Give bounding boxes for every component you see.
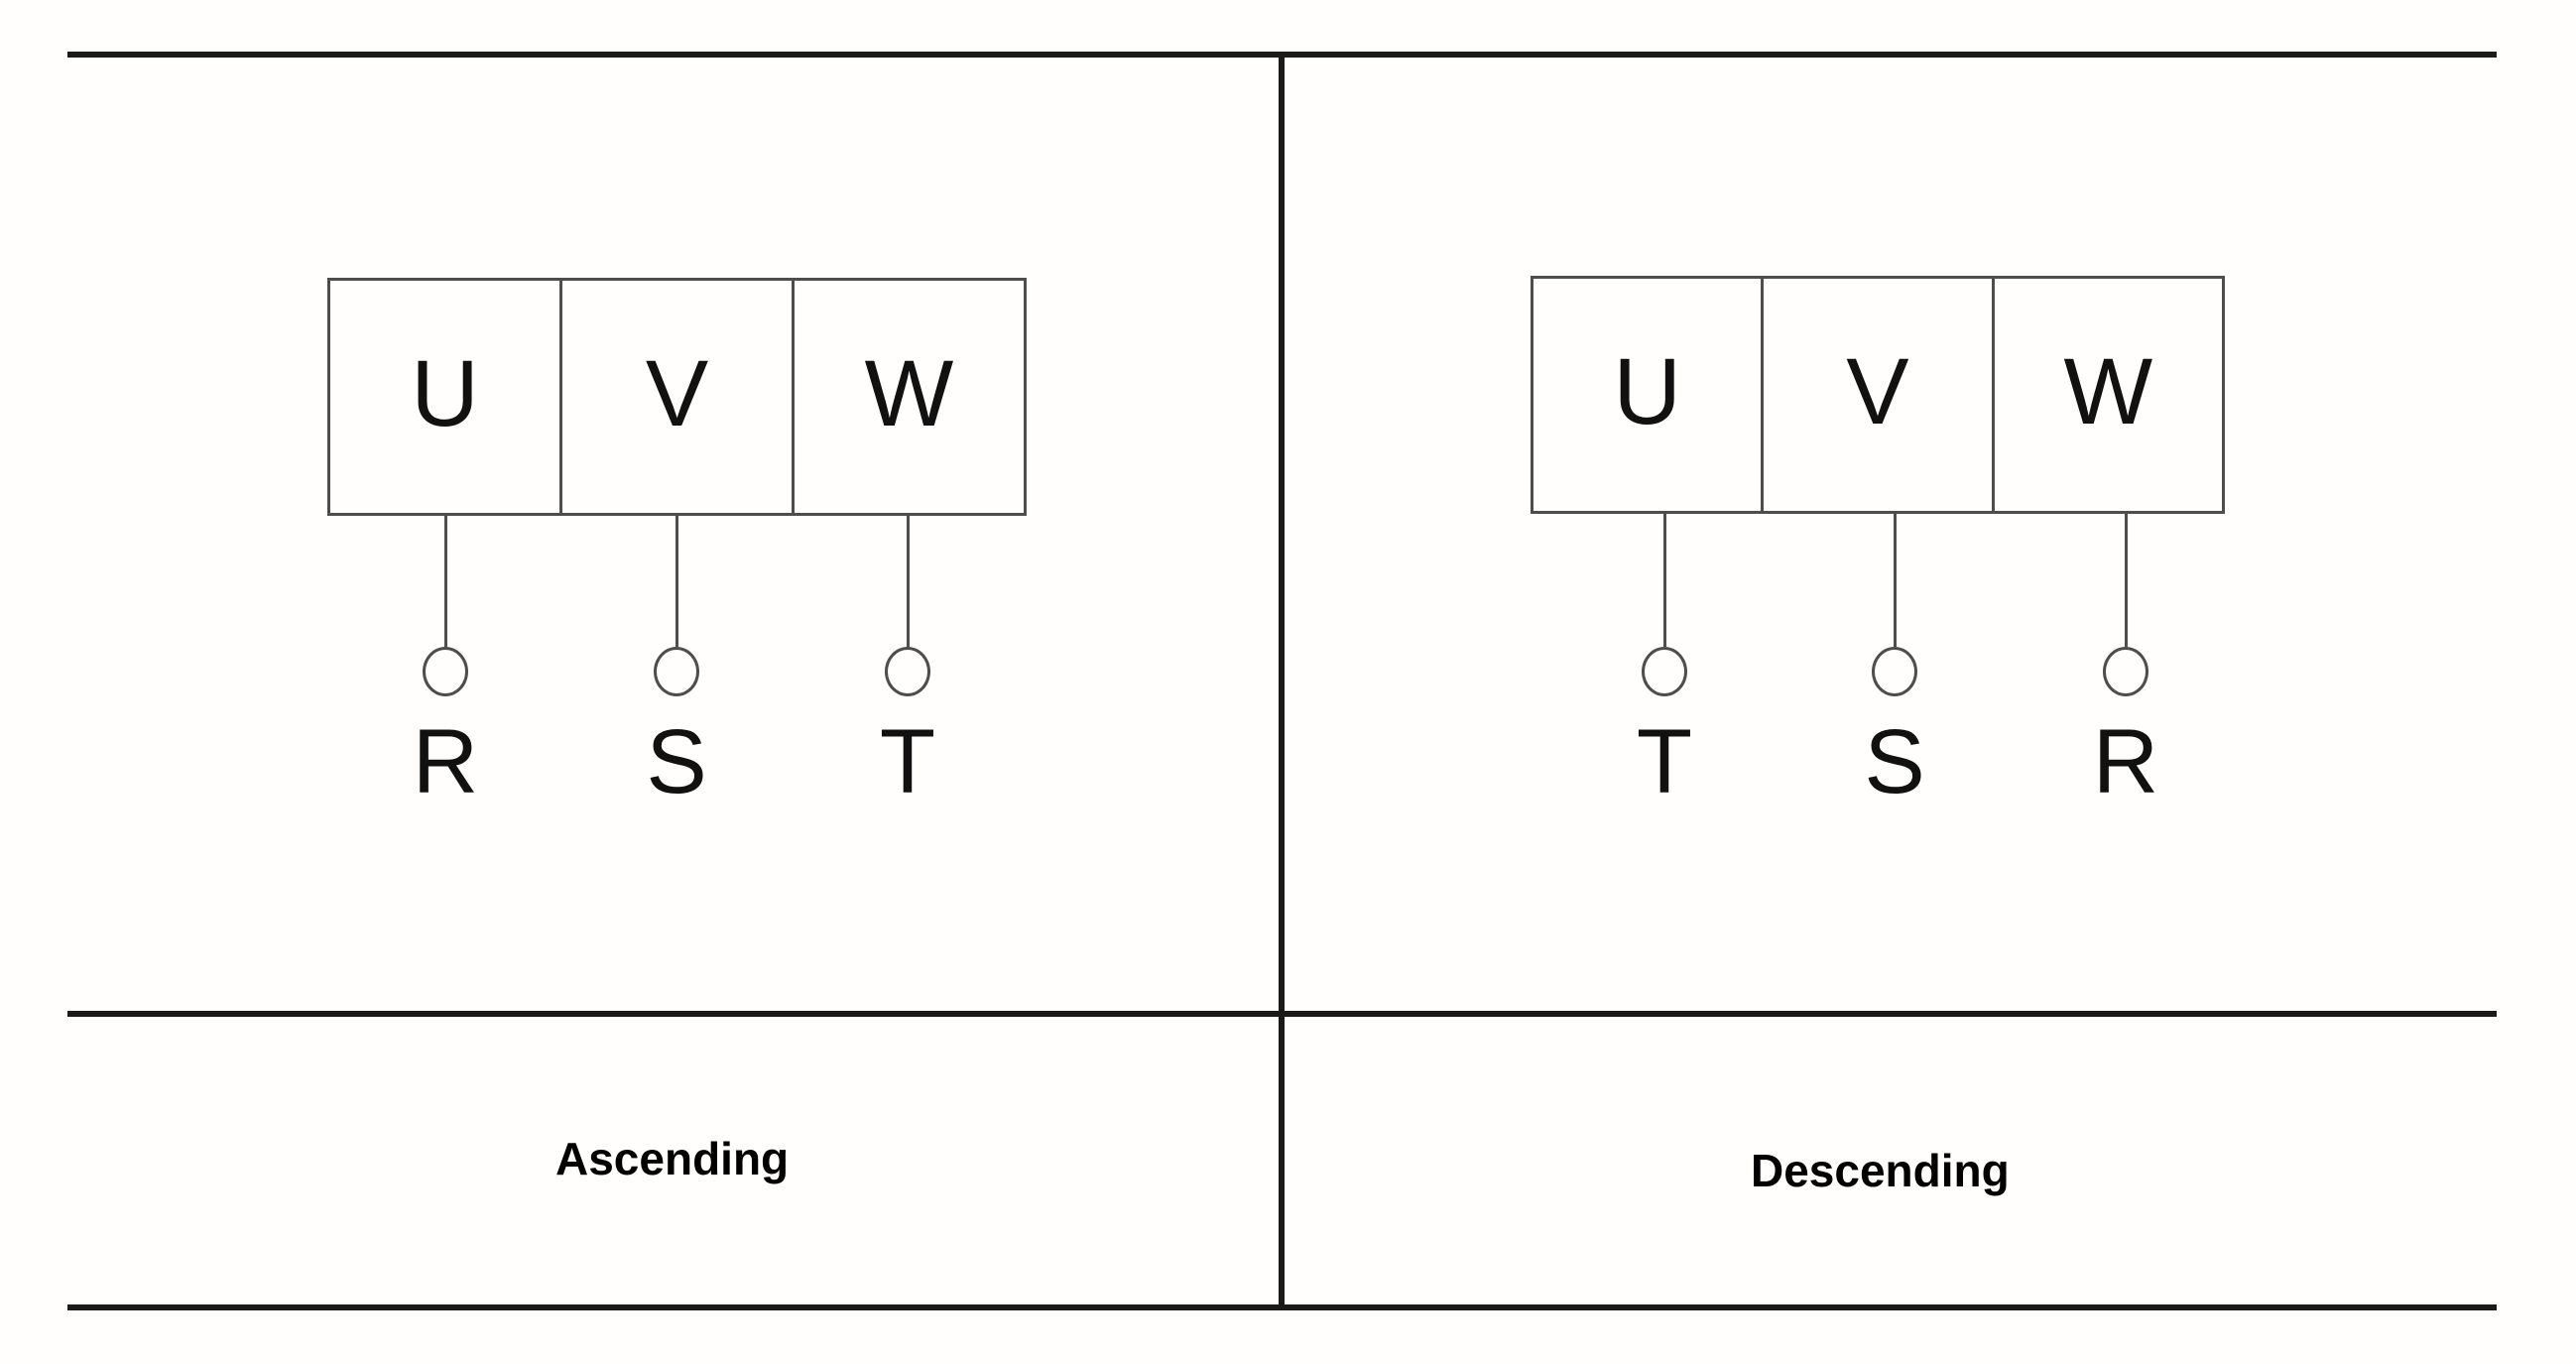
lead-line-icon xyxy=(1893,514,1897,647)
terminal-circle-icon xyxy=(423,647,468,696)
terminal-ascending-1: R xyxy=(386,514,505,807)
terminal-label: T xyxy=(879,711,936,812)
motor-terminal-box-ascending: U V W xyxy=(327,278,1027,516)
terminal-label: T xyxy=(1636,711,1693,812)
caption-descending: Descending xyxy=(1751,1145,2010,1196)
terminal-box-cell-u: U xyxy=(1533,279,1765,511)
terminal-box-cell-w: W xyxy=(864,340,954,446)
lead-line-icon xyxy=(2124,514,2128,647)
terminal-box-cell-v: V xyxy=(562,281,795,513)
terminal-label: R xyxy=(412,711,479,812)
terminal-box-cell-u: U xyxy=(330,281,562,513)
terminal-descending-3: R xyxy=(2066,514,2185,807)
terminal-ascending-2: S xyxy=(617,514,736,807)
terminal-circle-icon xyxy=(885,647,930,696)
lead-line-icon xyxy=(906,514,910,647)
caption-ascending: Ascending xyxy=(555,1133,790,1184)
terminal-circle-icon xyxy=(1872,647,1917,696)
table-center-divider xyxy=(1279,52,1285,1310)
lead-line-icon xyxy=(675,514,678,647)
terminal-label: R xyxy=(2092,711,2159,812)
lead-line-icon xyxy=(443,514,447,647)
terminal-circle-icon xyxy=(2103,647,2148,696)
terminal-descending-2: S xyxy=(1835,514,1954,807)
terminal-label: S xyxy=(646,711,707,812)
terminal-label: S xyxy=(1864,711,1925,812)
terminal-box-cell-v: V xyxy=(1764,279,1995,511)
lead-line-icon xyxy=(1662,514,1666,647)
terminal-descending-1: T xyxy=(1605,514,1724,807)
terminal-ascending-3: T xyxy=(848,514,967,807)
terminal-circle-icon xyxy=(654,647,699,696)
terminal-circle-icon xyxy=(1642,647,1687,696)
terminal-box-cell-w: W xyxy=(2063,338,2153,444)
motor-terminal-box-descending: U V W xyxy=(1531,276,2225,514)
